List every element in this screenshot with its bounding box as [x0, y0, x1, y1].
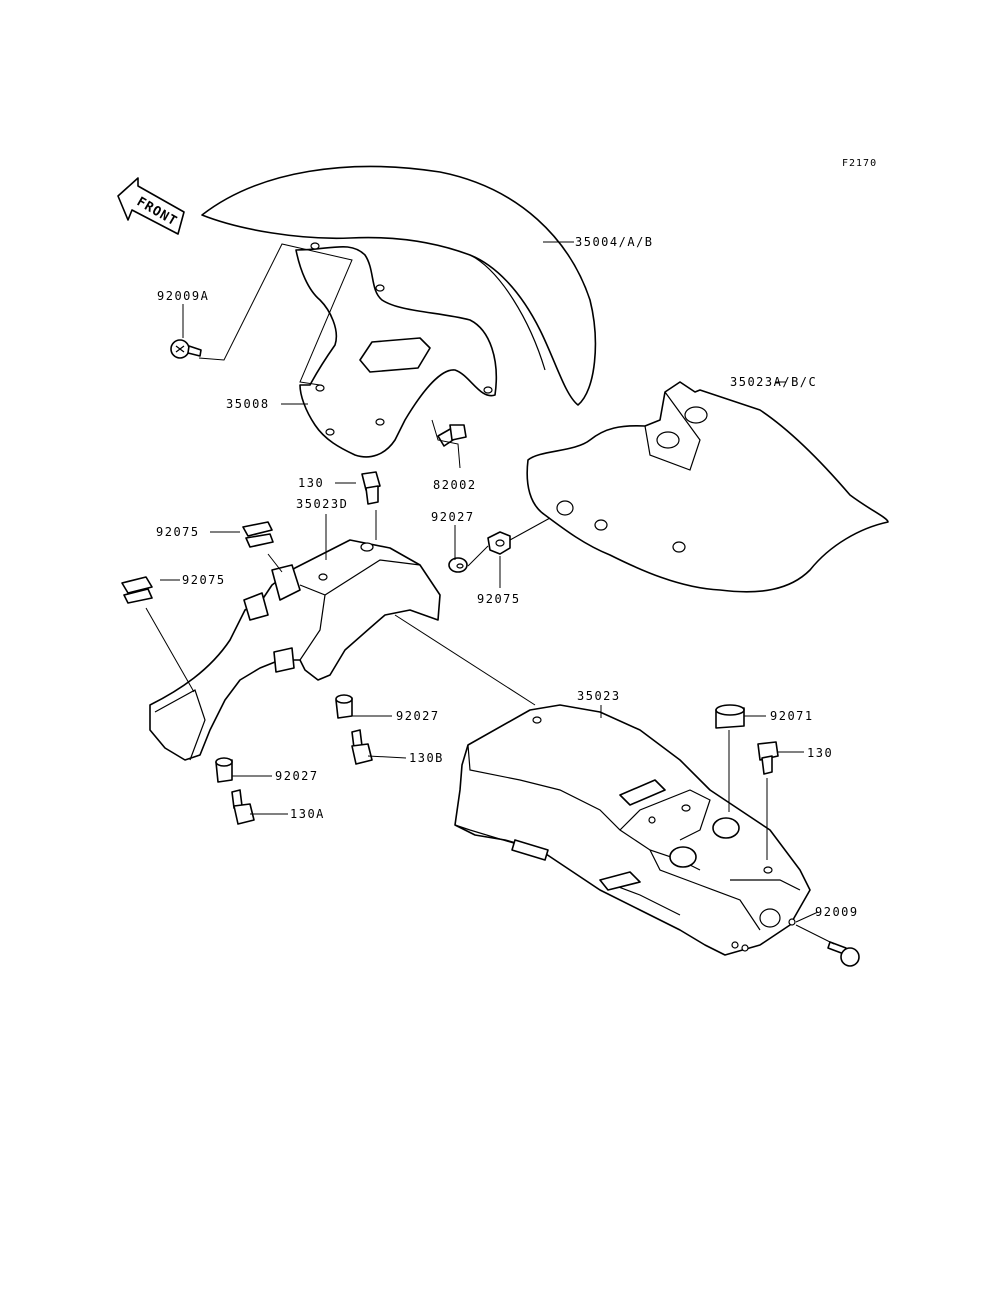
label-130a: 130A	[290, 807, 325, 821]
label-92027-left: 92027	[396, 709, 440, 723]
front-fender	[201, 165, 597, 406]
rear-fender-cover	[526, 381, 889, 593]
label-130-top: 130	[298, 476, 324, 490]
label-92075-b: 92075	[182, 573, 226, 587]
bolt-130b	[351, 729, 373, 765]
figure-id: F2170	[842, 158, 877, 169]
label-92075-c: 92075	[477, 592, 521, 606]
screw-92009a	[170, 339, 202, 359]
part-labels: 35004/A/B 35023A/B/C 92009A 35008 82002 …	[156, 235, 859, 919]
label-130b: 130B	[409, 751, 444, 765]
label-35023: 35023	[577, 689, 621, 703]
label-35004: 35004/A/B	[575, 235, 654, 249]
fender-bracket	[295, 242, 498, 458]
label-92009a: 92009A	[157, 289, 209, 303]
rear-fender	[454, 704, 811, 956]
label-35023d: 35023D	[296, 497, 348, 511]
label-82002: 82002	[433, 478, 477, 492]
leader-lines	[145, 241, 835, 945]
bolt-82002	[437, 424, 467, 447]
grommet-92071	[715, 704, 745, 729]
bolt-130-right	[757, 741, 779, 775]
label-92009: 92009	[815, 905, 859, 919]
collar-92027-low	[215, 757, 233, 783]
label-92071: 92071	[770, 709, 814, 723]
collar-92027-left	[335, 694, 353, 719]
grommet-92075-b	[121, 576, 153, 604]
grommet-92075-a	[242, 521, 274, 548]
label-92027-low: 92027	[275, 769, 319, 783]
label-92075-a: 92075	[156, 525, 200, 539]
bolt-130-top	[361, 471, 381, 505]
front-arrow-icon: FRONT	[117, 177, 185, 235]
label-92027-mid: 92027	[431, 510, 475, 524]
label-35023abc: 35023A/B/C	[730, 375, 817, 389]
washer-92027-mid	[448, 557, 468, 573]
bolt-130a	[231, 789, 255, 825]
label-35008: 35008	[226, 397, 270, 411]
grommet-92075-mid	[487, 531, 511, 555]
screw-92009	[827, 941, 860, 967]
inner-fender-bracket	[149, 539, 441, 761]
label-130-right: 130	[807, 746, 833, 760]
